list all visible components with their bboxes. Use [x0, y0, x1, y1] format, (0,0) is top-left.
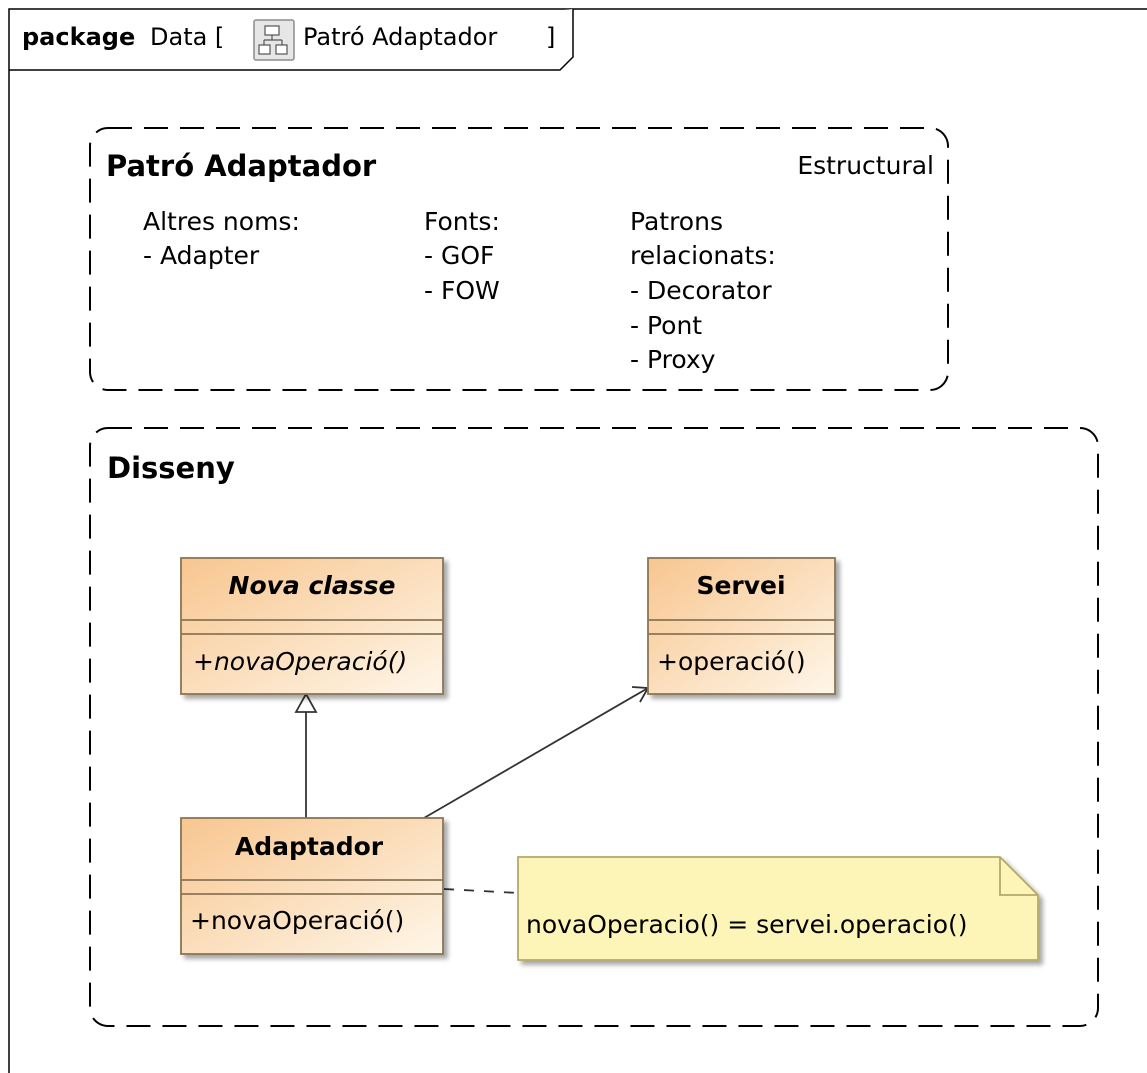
pattern-title: Patró Adaptador [106, 149, 377, 183]
design-title: Disseny [107, 451, 235, 485]
class-diagram-icon [253, 19, 295, 61]
pattern-category: Estructural [797, 151, 934, 180]
class-nova-classe[interactable] [180, 557, 444, 695]
package-name-prefix: Data [ [150, 23, 224, 51]
class-servei-operation: +operació() [657, 647, 806, 676]
sources-label: Fonts: [424, 207, 500, 236]
note-text: novaOperacio() = servei.operacio() [526, 910, 968, 939]
note[interactable] [517, 856, 1039, 961]
source-item: - FOW [424, 276, 500, 305]
package-keyword: package [22, 23, 135, 51]
class-servei-name: Servei [696, 571, 785, 600]
package-diagram-name: Patró Adaptador [303, 23, 497, 51]
class-nova-classe-operation: +novaOperació() [193, 647, 407, 676]
class-nova-classe-name: Nova classe [229, 571, 396, 600]
source-item: - GOF [424, 241, 494, 270]
package-frame: package Data [ Patró Adaptador ] [8, 8, 1147, 1073]
related-item: - Decorator [630, 276, 772, 305]
generalization-arrow [294, 692, 318, 818]
class-adaptador-name: Adaptador [235, 832, 384, 861]
other-names-label: Altres noms: [143, 207, 300, 236]
note-connector [443, 888, 519, 894]
design-box: Disseny [89, 427, 1099, 1027]
class-servei[interactable] [647, 557, 836, 695]
class-adaptador-operation: +novaOperació() [190, 906, 404, 935]
related-item: - Proxy [630, 345, 716, 374]
class-adaptador[interactable] [180, 817, 444, 955]
related-item: - Pont [630, 311, 702, 340]
related-label-line1: Patrons [630, 207, 723, 236]
package-name-suffix: ] [546, 23, 555, 51]
other-name-item: - Adapter [143, 241, 260, 270]
related-label-line2: relacionats: [630, 241, 776, 270]
association-arrow [423, 686, 650, 819]
pattern-info-box: Patró Adaptador Estructural Altres noms:… [89, 127, 949, 391]
